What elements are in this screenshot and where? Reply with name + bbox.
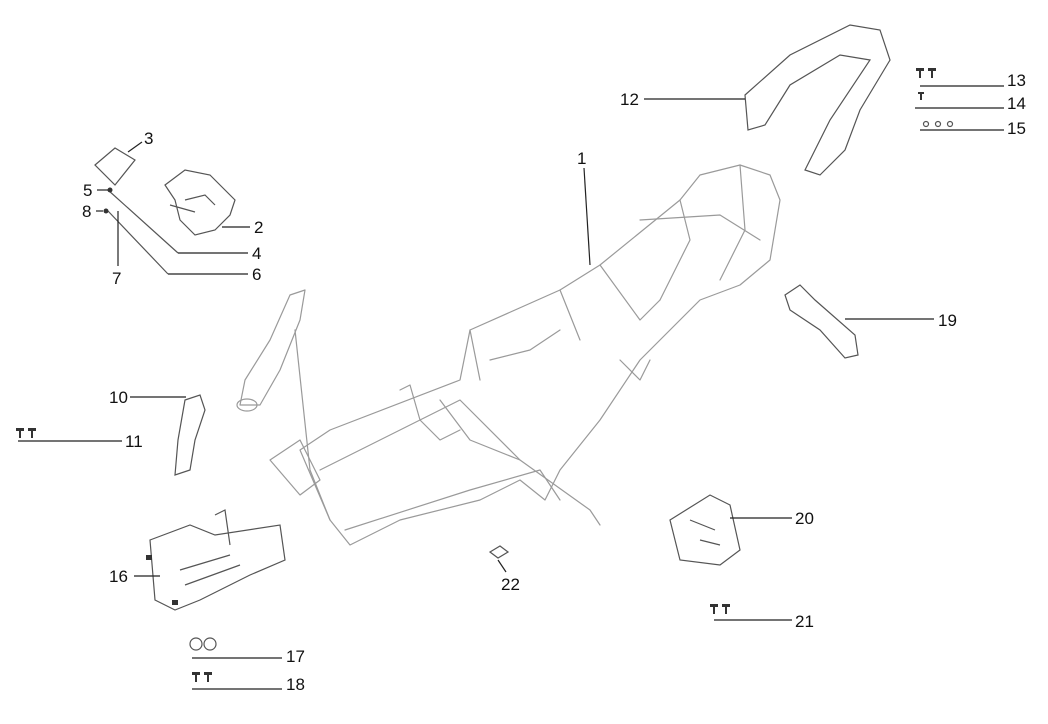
- callout-20: 20: [795, 509, 814, 528]
- callout-1: 1: [577, 149, 586, 168]
- callout-11: 11: [125, 432, 143, 451]
- part-3-plate: [94, 147, 136, 186]
- callout-5: 5: [83, 181, 92, 200]
- callout-4: 4: [252, 244, 261, 263]
- callout-14: 14: [1007, 94, 1026, 113]
- callout-7: 7: [112, 269, 121, 288]
- part-20-bracket: [669, 494, 741, 566]
- callout-8: 8: [82, 202, 91, 221]
- part-10-bracket: [174, 394, 206, 476]
- callout-15: 15: [1007, 119, 1026, 138]
- callout-16: 16: [109, 567, 128, 586]
- callout-12: 12: [620, 90, 639, 109]
- part-16-footrest: [149, 524, 286, 611]
- bolt-4: [107, 189, 179, 254]
- bolt-6: [107, 210, 169, 275]
- callout-17: 17: [286, 647, 305, 666]
- callout-13: 13: [1007, 71, 1026, 90]
- callout-21: 21: [795, 612, 814, 631]
- callout-18: 18: [286, 675, 305, 694]
- screw-icons: [16, 68, 954, 682]
- callout-22: 22: [501, 575, 520, 594]
- part-19-bracket: [784, 284, 859, 359]
- callout-6: 6: [252, 265, 261, 284]
- callout-19: 19: [938, 311, 957, 330]
- part-2-bracket: [164, 169, 236, 236]
- leader-lines: [18, 85, 1004, 690]
- callout-labels: 1 2 3 4 5 6 7 8 10 11 12 13 14 15 16 17 …: [82, 71, 1026, 694]
- steering-head-tube: [236, 289, 331, 521]
- main-frame: [269, 164, 781, 546]
- callout-3: 3: [144, 129, 153, 148]
- callout-2: 2: [254, 218, 263, 237]
- part-12-grab-rail: [744, 24, 891, 176]
- callout-10: 10: [109, 388, 128, 407]
- part-22-clip: [488, 545, 510, 559]
